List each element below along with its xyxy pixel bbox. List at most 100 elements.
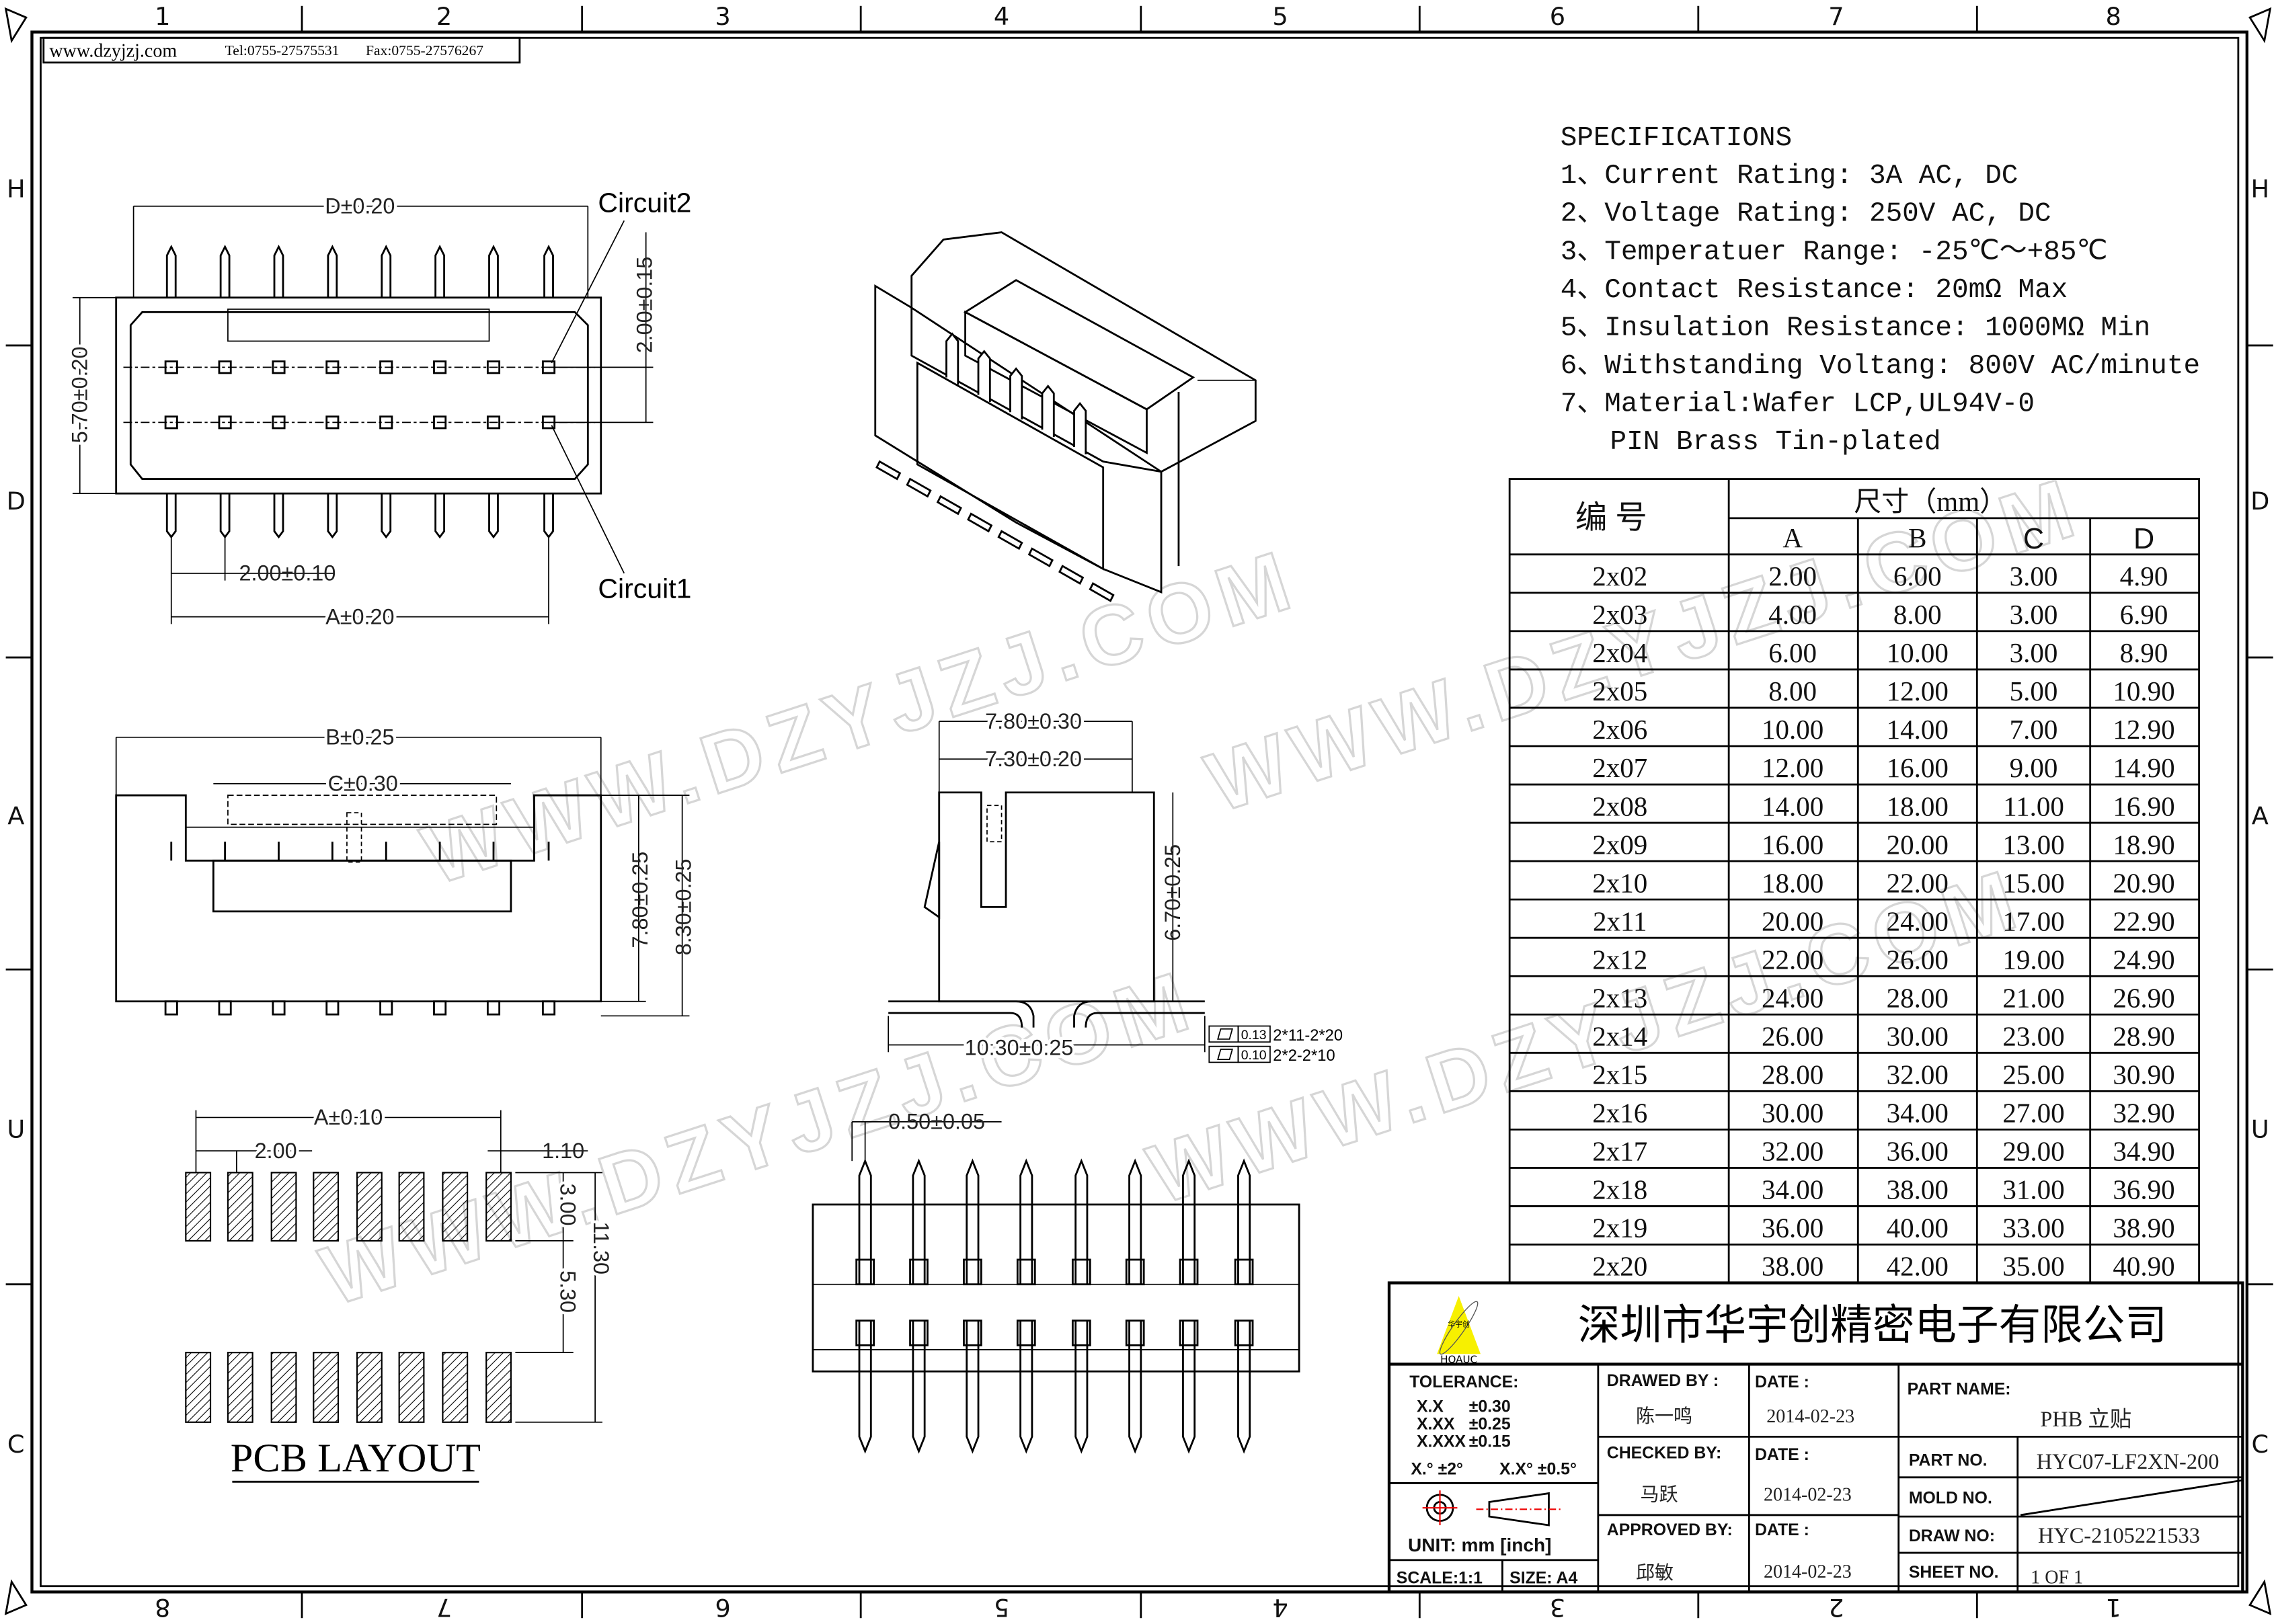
pin: [1128, 1320, 1142, 1454]
table-cell-d: 24.90: [2113, 944, 2174, 975]
pin-shoulder: [909, 1258, 929, 1286]
pcb-layout: A±0.10 2.00 1.10 3.00 5.30 11.30 PCB LAY…: [185, 1102, 616, 1483]
table-cell-b: 32.00: [1887, 1059, 1949, 1090]
solder-tail: [541, 1000, 556, 1016]
contact-pad: [486, 360, 501, 374]
table-cell-c: 11.00: [2003, 790, 2064, 821]
solder-tail: [967, 512, 993, 533]
pin: [1182, 1320, 1196, 1454]
drawed-by-label: DRAWED BY :: [1607, 1372, 1719, 1390]
zone-label-top: 6: [1550, 2, 1565, 31]
zone-label-right: U: [2251, 1115, 2269, 1144]
pin: [488, 493, 499, 539]
pcb-pad: [398, 1172, 425, 1242]
part-no-label: PART NO.: [1909, 1452, 1988, 1470]
table-cell-c: 3.00: [2010, 599, 2058, 630]
table-cell-b: 26.00: [1887, 944, 1949, 975]
solder-tail: [325, 1000, 340, 1016]
drawing-frame: [4, 7, 2272, 1616]
mold-no-label: MOLD NO.: [1909, 1490, 1992, 1508]
table-cell-a: 12.00: [1762, 752, 1823, 783]
zone-label-top: 8: [2106, 2, 2121, 31]
dim-pin-width: 0.50±0.05: [888, 1110, 985, 1134]
table-cell-b: 24.00: [1887, 905, 1949, 936]
solder-tail: [997, 530, 1023, 551]
table-cell-b: 38.00: [1887, 1174, 1949, 1205]
tolerance-label: TOLERANCE:: [1409, 1373, 1518, 1391]
pin-shoulder: [1234, 1320, 1254, 1346]
pin-shoulder: [1125, 1320, 1145, 1346]
tolerance-format: X.XX: [1417, 1416, 1455, 1434]
website-text: www.dzyjzj.com: [49, 40, 177, 61]
table-cell-b: 30.00: [1887, 1021, 1949, 1052]
header-box: www.dzyjzj.com Tel:0755-27575531 Fax:075…: [42, 36, 521, 64]
zone-label-left: D: [7, 487, 26, 516]
solder-tail: [906, 477, 932, 498]
table-cell-d: 40.90: [2113, 1251, 2174, 1282]
table-cell-a: 30.00: [1762, 1098, 1823, 1129]
angle-tolerance-2: X.X° ±0.5°: [1499, 1460, 1577, 1478]
zone-label-top: 7: [1828, 2, 1844, 31]
solder-tail: [433, 1000, 447, 1016]
solder-tail: [379, 1000, 393, 1016]
solder-tail: [936, 495, 962, 516]
sheet-no-label: SHEET NO.: [1909, 1564, 1999, 1582]
table-cell-c: 19.00: [2002, 944, 2064, 975]
pcb-dim-a: A±0.10: [314, 1105, 383, 1129]
table-cell-d: 14.90: [2113, 752, 2174, 783]
table-cell-part: 2x17: [1592, 1136, 1647, 1167]
sheet-no: 1 OF 1: [2031, 1567, 2083, 1588]
table-cell-d: 4.90: [2120, 561, 2168, 592]
table-cell-a: 8.00: [1768, 676, 1817, 706]
orientation-mark-icon: [4, 7, 28, 44]
flatness-range: 2*11-2*20: [1273, 1027, 1343, 1045]
pcb-dim-pad-height: 3.00: [555, 1183, 580, 1225]
pcb-pad: [227, 1352, 253, 1423]
pin-shoulder: [963, 1258, 982, 1286]
pcb-dim-gap: 5.30: [555, 1270, 580, 1313]
pcb-pad: [313, 1352, 340, 1423]
pcb-pad: [313, 1172, 340, 1242]
table-cell-part: 2x19: [1592, 1213, 1647, 1244]
pin: [434, 245, 445, 298]
projection-symbol-icon: [1422, 1490, 1561, 1527]
table-cell-d: 36.90: [2113, 1174, 2174, 1205]
pcb-dim-pitch: 2.00: [255, 1139, 297, 1163]
table-cell-c: 9.00: [2010, 752, 2058, 783]
table-cell-part: 2x20: [1592, 1251, 1647, 1282]
pin: [966, 1158, 980, 1285]
latch: [346, 812, 362, 863]
pcb-dim-total: 11.30: [589, 1221, 613, 1274]
circuit1-label: Circuit1: [598, 573, 691, 604]
circuit2-label: Circuit2: [598, 187, 691, 218]
zone-label-top: 1: [155, 2, 170, 31]
table-cell-d: 18.90: [2113, 829, 2174, 860]
zone-label-right: C: [2251, 1430, 2269, 1459]
table-cell-d: 34.90: [2113, 1136, 2174, 1167]
pcb-pad: [398, 1352, 425, 1423]
table-cell-b: 8.00: [1893, 599, 1942, 630]
pin: [273, 493, 284, 539]
table-cell-b: 36.00: [1887, 1136, 1949, 1167]
zone-label-bottom: 6: [715, 1593, 730, 1622]
table-cell-part: 2x11: [1593, 905, 1647, 936]
pin: [1182, 1158, 1196, 1285]
table-cell-d: 6.90: [2120, 599, 2168, 630]
zone-label-bottom: 4: [1272, 1593, 1288, 1622]
dim-pitch: 2.00±0.10: [239, 561, 336, 585]
pin: [858, 1158, 872, 1285]
pcb-pad: [485, 1172, 512, 1242]
title-block: 华宇创 HOAUC 深圳市华宇创精密电子有限公司 TOLERANCE: X.X …: [1387, 1281, 2244, 1594]
pin: [165, 493, 177, 539]
part-name-label: PART NAME:: [1908, 1381, 2011, 1399]
solder-tail: [486, 1000, 501, 1016]
table-cell-d: 20.90: [2113, 867, 2174, 898]
contact-pad: [486, 415, 501, 430]
zone-label-bottom: 8: [155, 1593, 170, 1622]
draw-no-label: DRAW NO:: [1909, 1527, 1995, 1545]
table-cell-d: 16.90: [2113, 790, 2174, 821]
table-cell-d: 28.90: [2113, 1021, 2174, 1052]
